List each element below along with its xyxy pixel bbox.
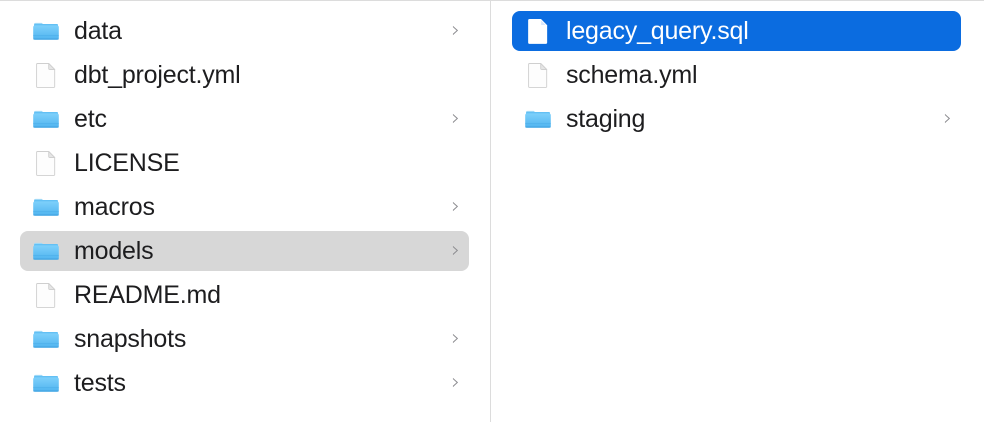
file-row-label: staging (566, 105, 646, 133)
file-row[interactable]: tests › (20, 363, 469, 403)
folder-icon (30, 103, 62, 135)
file-row[interactable]: schema.yml› (512, 55, 961, 95)
file-row[interactable]: macros › (20, 187, 469, 227)
finder-column-parent[interactable]: data›dbt_project.yml›etc›LICENSE›macros›… (0, 1, 491, 422)
folder-icon (30, 191, 62, 223)
chevron-right-icon[interactable]: › (943, 106, 952, 131)
chevron-right-icon[interactable]: › (451, 326, 460, 351)
document-icon (30, 59, 62, 91)
chevron-right-icon[interactable]: › (451, 370, 460, 395)
file-row-label: dbt_project.yml (74, 61, 241, 89)
file-row-label: LICENSE (74, 149, 180, 177)
chevron-right-icon[interactable]: › (451, 106, 460, 131)
chevron-right-icon[interactable]: › (451, 18, 460, 43)
file-row[interactable]: LICENSE› (20, 143, 469, 183)
file-row[interactable]: snapshots › (20, 319, 469, 359)
file-row-label: schema.yml (566, 61, 698, 89)
file-row[interactable]: staging › (512, 99, 961, 139)
folder-icon (30, 235, 62, 267)
document-icon (522, 15, 554, 47)
chevron-right-icon[interactable]: › (451, 238, 460, 263)
finder-column-child[interactable]: legacy_query.sql›schema.yml› staging › (491, 1, 984, 422)
file-row-label: models (74, 237, 154, 265)
file-row[interactable]: dbt_project.yml› (20, 55, 469, 95)
folder-icon (522, 103, 554, 135)
folder-icon (30, 367, 62, 399)
document-icon (30, 147, 62, 179)
file-row[interactable]: legacy_query.sql› (512, 11, 961, 51)
file-row[interactable]: models › (20, 231, 469, 271)
file-row-label: README.md (74, 281, 221, 309)
folder-icon (30, 323, 62, 355)
document-icon (522, 59, 554, 91)
document-icon (30, 279, 62, 311)
file-row-label: snapshots (74, 325, 187, 353)
file-row-label: tests (74, 369, 126, 397)
folder-icon (30, 15, 62, 47)
file-row-label: data (74, 17, 122, 45)
file-row-label: macros (74, 193, 155, 221)
file-row[interactable]: data › (20, 11, 469, 51)
file-row[interactable]: etc › (20, 99, 469, 139)
file-row-label: etc (74, 105, 107, 133)
file-row[interactable]: README.md› (20, 275, 469, 315)
file-row-label: legacy_query.sql (566, 17, 749, 45)
chevron-right-icon[interactable]: › (451, 194, 460, 219)
